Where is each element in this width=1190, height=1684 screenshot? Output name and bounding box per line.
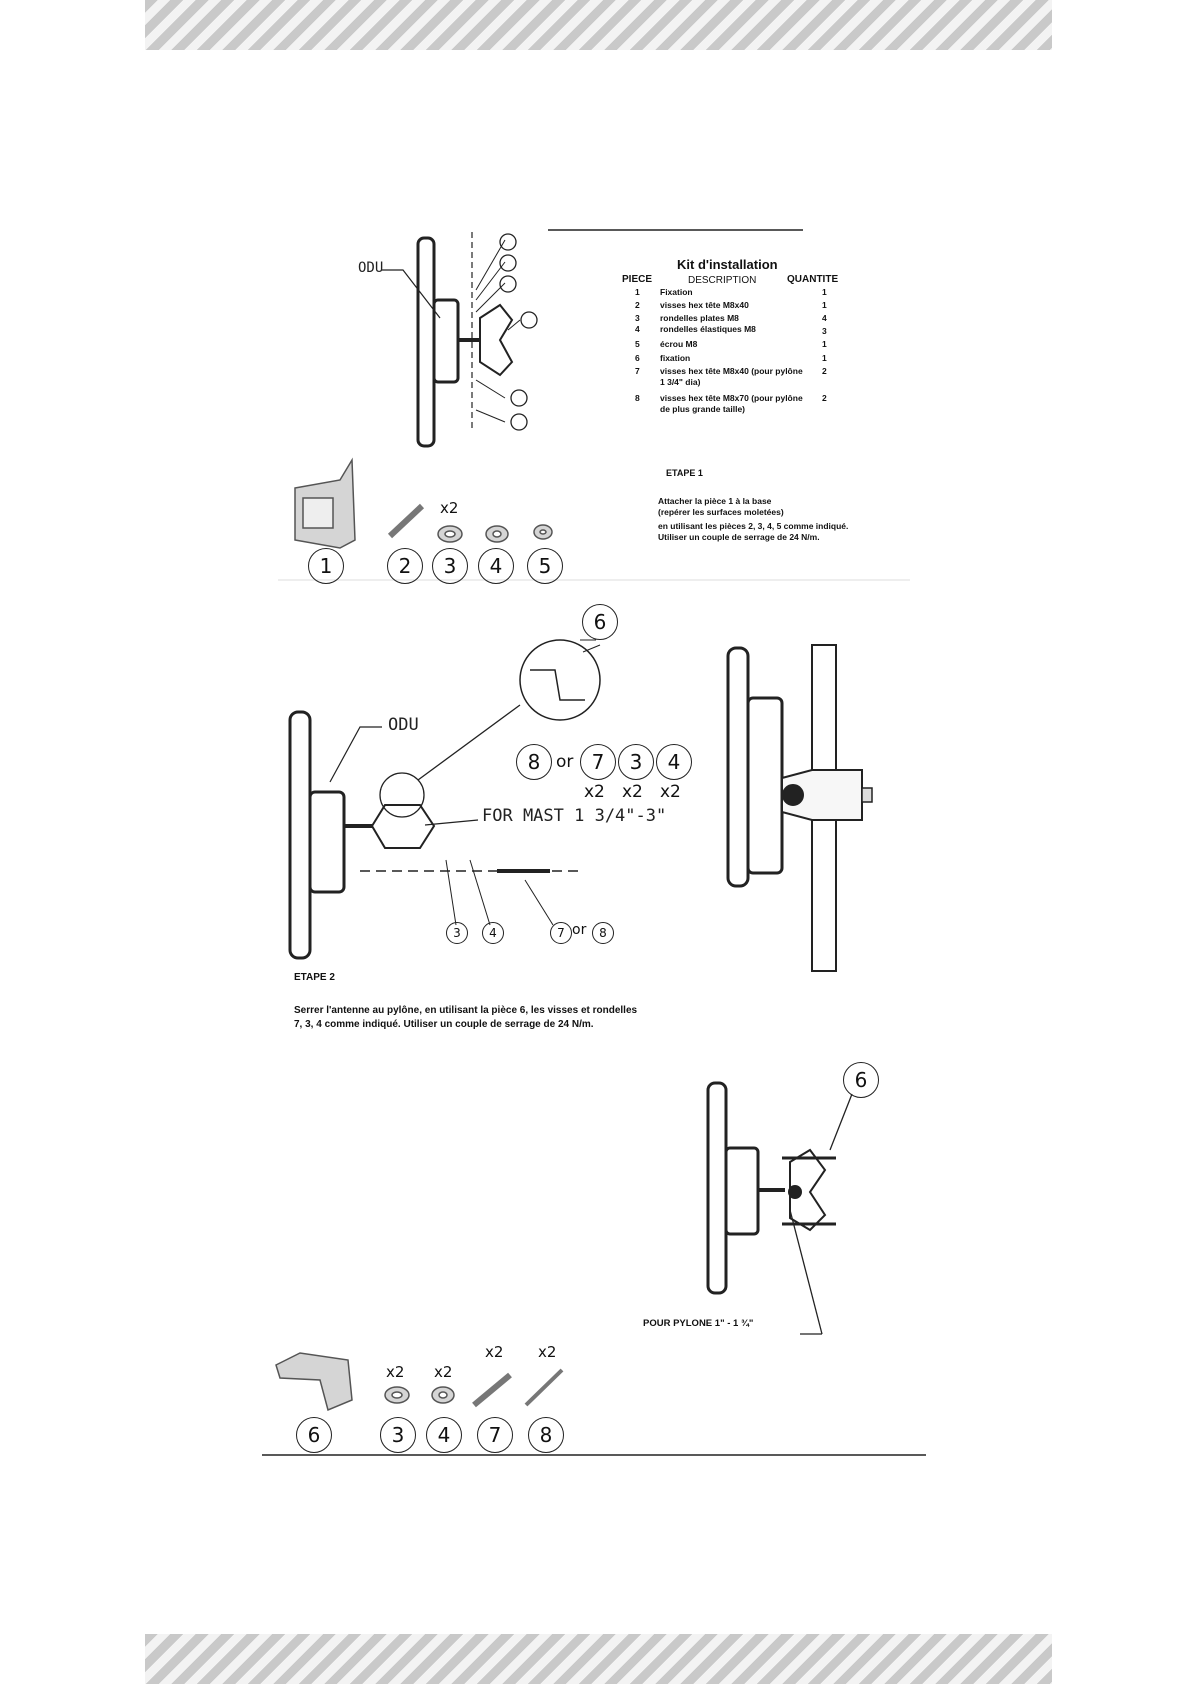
kit-row-qty: 2	[822, 366, 827, 376]
qty-multiplier: x2	[434, 1363, 453, 1381]
odu-label-2: ODU	[388, 715, 419, 735]
kit-row-qty: 1	[822, 300, 827, 310]
part-number-6: 6	[843, 1062, 879, 1098]
kit-row-description: écrou M8	[660, 339, 698, 349]
mast-size-label: FOR MAST 1 3/4"-3"	[482, 806, 667, 826]
or-label: or	[556, 752, 574, 772]
kit-row-description: rondelles plates M8	[660, 313, 739, 323]
part-number-3: 3	[432, 548, 468, 584]
qty-multiplier: x2	[660, 782, 681, 802]
part-number-8: 8	[528, 1417, 564, 1453]
kit-row-description: visses hex tête M8x40 (pour pylône 1 3/4…	[660, 366, 803, 387]
callout-4: 4	[482, 922, 504, 944]
kit-row-description: fixation	[660, 353, 691, 363]
step2-title: ETAPE 2	[294, 972, 335, 983]
header-hatch-band	[145, 0, 1052, 50]
part-number-7: 7	[477, 1417, 513, 1453]
kit-row-piece: 7	[635, 366, 640, 376]
step1-line: en utilisant les pièces 2, 3, 4, 5 comme…	[658, 521, 849, 531]
kit-header-quantity: QUANTITE	[787, 274, 839, 285]
part-number-4: 4	[478, 548, 514, 584]
kit-title: Kit d'installation	[677, 257, 778, 272]
step1-line: Attacher la pièce 1 à la base	[658, 496, 772, 506]
part-number-2: 2	[387, 548, 423, 584]
antenna-mast-clamp-view	[288, 639, 601, 960]
qty-multiplier: x2	[584, 782, 605, 802]
kit-row-qty: 1	[822, 353, 827, 363]
kit-row-qty: 2	[822, 393, 827, 403]
part-number-3: 3	[380, 1417, 416, 1453]
kit-row-qty: 1	[822, 287, 827, 297]
qty-multiplier: x2	[440, 499, 459, 517]
odu-label-1: ODU	[358, 260, 384, 276]
part-number-8: 8	[516, 744, 552, 780]
part-number-5: 5	[527, 548, 563, 584]
part-number-6: 6	[296, 1417, 332, 1453]
part-number-4: 4	[426, 1417, 462, 1453]
kit-header-description: DESCRIPTION	[688, 275, 757, 286]
antenna-side-view-1	[382, 232, 521, 448]
kit-row-description: visses hex tête M8x70 (pour pylône de pl…	[660, 393, 803, 414]
parts-row-3	[275, 1352, 564, 1412]
kit-row-piece: 6	[635, 353, 640, 363]
step1-line: (repérer les surfaces moletées)	[658, 507, 784, 517]
part-number-1: 1	[308, 548, 344, 584]
kit-row-qty: 3	[822, 326, 827, 336]
footer-hatch-band	[145, 1634, 1052, 1684]
kit-row-qty: 1	[822, 339, 827, 349]
fig1-callouts	[499, 233, 538, 431]
kit-row-piece: 5	[635, 339, 640, 349]
step1-title: ETAPE 1	[666, 468, 703, 478]
qty-multiplier: x2	[386, 1363, 405, 1381]
qty-multiplier: x2	[538, 1343, 557, 1361]
callout-7: 7	[550, 922, 572, 944]
antenna-on-mast-view	[726, 644, 873, 972]
part-number-3: 3	[618, 744, 654, 780]
callout-3: 3	[446, 922, 468, 944]
step2-line: Serrer l'antenne au pylône, en utilisant…	[294, 1005, 638, 1016]
kit-row-qty: 4	[822, 313, 827, 323]
antenna-small-mast-view	[706, 1081, 853, 1335]
qty-multiplier: x2	[622, 782, 643, 802]
kit-row-piece: 2	[635, 300, 640, 310]
parts-row-1	[294, 457, 553, 549]
part-number-4: 4	[656, 744, 692, 780]
kit-row-description: rondelles élastiques M8	[660, 324, 756, 334]
qty-multiplier: x2	[485, 1343, 504, 1361]
callout-8: 8	[592, 922, 614, 944]
or-label: or	[572, 922, 587, 938]
kit-row-piece: 4	[635, 324, 640, 334]
kit-header-piece: PIECE	[622, 274, 653, 285]
small-mast-caption: POUR PYLONE 1" - 1 ¾"	[643, 1318, 754, 1329]
kit-row-piece: 8	[635, 393, 640, 403]
kit-row-piece: 3	[635, 313, 640, 323]
kit-row-description: visses hex tête M8x40	[660, 300, 749, 310]
part-number-6: 6	[582, 604, 618, 640]
step2-line: 7, 3, 4 comme indiqué. Utiliser un coupl…	[294, 1019, 594, 1030]
kit-row-piece: 1	[635, 287, 640, 297]
part-number-7: 7	[580, 744, 616, 780]
step1-line: Utiliser un couple de serrage de 24 N/m.	[658, 532, 820, 542]
kit-row-description: Fixation	[660, 287, 693, 297]
